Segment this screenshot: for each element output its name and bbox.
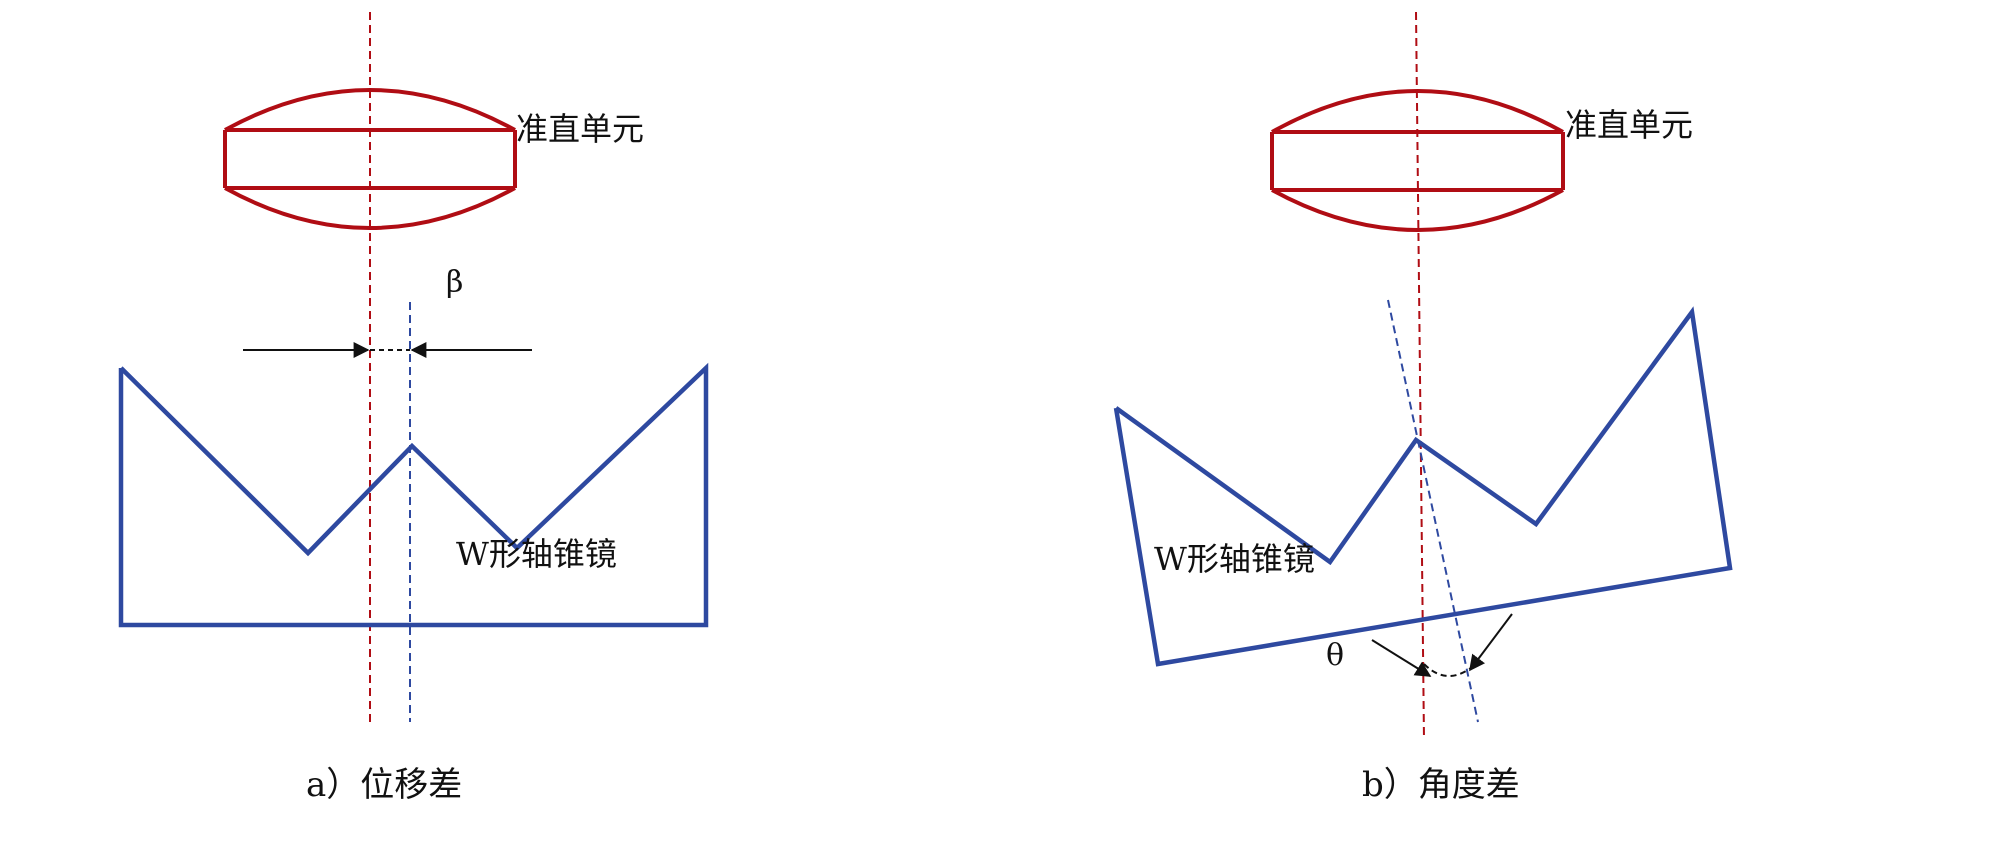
collimator-axis-b — [1415, 11, 1425, 741]
caption-b: b）角度差 — [1362, 765, 1520, 805]
panel-a-displacement: 准直单元 β W形轴锥镜 a）位移差 — [118, 12, 709, 805]
collimator-label-a: 准直单元 — [516, 110, 644, 148]
w-axicon-a — [118, 362, 709, 628]
axicon-label-b: W形轴锥镜 — [1154, 540, 1315, 578]
offset-symbol: β — [446, 265, 463, 300]
caption-a: a）位移差 — [306, 765, 462, 805]
angle-arrow-left — [1371, 639, 1432, 677]
angle-symbol: θ — [1326, 638, 1344, 673]
axicon-label-a: W形轴锥镜 — [456, 535, 617, 573]
w-axicon-b — [1113, 306, 1733, 667]
angle-arrow-right — [1469, 613, 1513, 672]
collimator-unit-b — [1270, 89, 1565, 232]
axicon-axis-b — [1387, 299, 1479, 723]
panel-b-angle: 准直单元 W形轴锥镜 θ b）角度差 — [1113, 11, 1733, 805]
collimator-label-b: 准直单元 — [1565, 106, 1693, 144]
